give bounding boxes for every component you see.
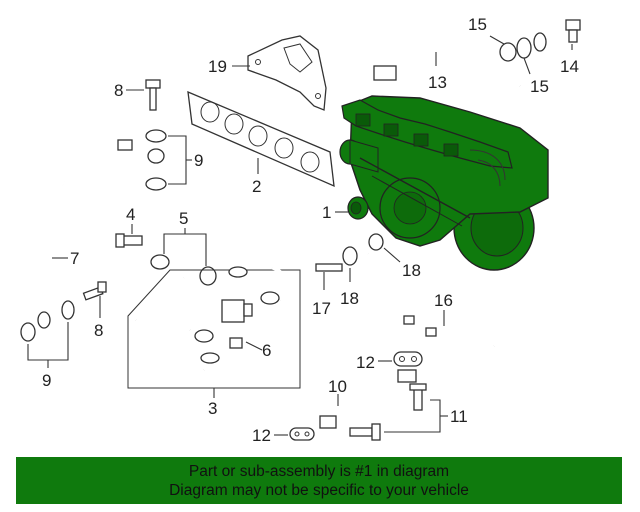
coolant-pipe-16 <box>367 253 495 358</box>
gasket-12-lower <box>289 427 315 441</box>
oil-return-line-13 <box>373 42 521 87</box>
vacuum-valve-6 <box>221 299 253 349</box>
hose-kit-box <box>127 266 301 389</box>
callout-7: 7 <box>70 249 79 268</box>
callout-15-lower: 15 <box>530 77 549 96</box>
gaskets-15 <box>499 32 547 62</box>
leader-18-right <box>383 247 401 263</box>
callout-11: 11 <box>450 407 468 426</box>
banner-line-2: Diagram may not be specific to your vehi… <box>169 481 469 499</box>
bracket-9-upper <box>168 135 187 185</box>
banner-line-1: Part or sub-assembly is #1 in diagram <box>188 462 450 480</box>
callout-13: 13 <box>428 73 447 92</box>
stud-17 <box>315 263 343 272</box>
manifold-gasket <box>187 90 335 188</box>
leader-15-upper <box>489 35 505 45</box>
bolts-11 <box>349 383 427 441</box>
heat-shield-bracket <box>247 35 327 111</box>
callout-18-left: 18 <box>340 289 359 308</box>
bolt-14 <box>565 19 581 43</box>
washer-9-upper <box>145 129 167 191</box>
stud-4 <box>115 233 143 248</box>
callout-5: 5 <box>179 209 188 228</box>
washer-9-lower <box>20 300 75 342</box>
bolt-8-lower <box>82 281 107 301</box>
callout-16: 16 <box>434 291 453 310</box>
callout-12-upper: 12 <box>356 353 375 372</box>
callout-14: 14 <box>560 57 579 76</box>
parts-diagram: 1 2 19 8 9 7 <box>20 15 581 445</box>
callout-18-right: 18 <box>402 261 421 280</box>
turbocharger-assembly[interactable] <box>339 95 549 271</box>
callout-9-upper: 9 <box>194 151 203 170</box>
coolant-pipe-10 <box>319 369 417 429</box>
callout-12-lower: 12 <box>252 426 271 445</box>
gasket-12-upper <box>393 351 423 367</box>
callout-8-lower: 8 <box>94 321 103 340</box>
callout-17: 17 <box>312 299 331 318</box>
leader-6 <box>245 341 263 351</box>
callout-6: 6 <box>262 341 271 360</box>
bracket-5 <box>163 233 207 266</box>
oil-feed-line <box>37 139 165 329</box>
callout-2: 2 <box>252 177 261 196</box>
info-banner: Part or sub-assembly is #1 in diagram Di… <box>16 457 622 504</box>
callout-15-upper: 15 <box>468 15 487 34</box>
seals-18 <box>342 233 384 266</box>
clamps-5 <box>150 254 217 286</box>
callout-1: 1 <box>322 203 331 222</box>
bolt-8-upper <box>145 79 161 111</box>
callout-10: 10 <box>328 377 347 396</box>
callout-9-lower: 9 <box>42 371 51 390</box>
callout-19: 19 <box>208 57 227 76</box>
leader-15-lower <box>523 57 531 75</box>
callout-4: 4 <box>126 205 135 224</box>
callout-8-upper: 8 <box>114 81 123 100</box>
callout-3: 3 <box>208 399 217 418</box>
bracket-11 <box>384 399 441 433</box>
